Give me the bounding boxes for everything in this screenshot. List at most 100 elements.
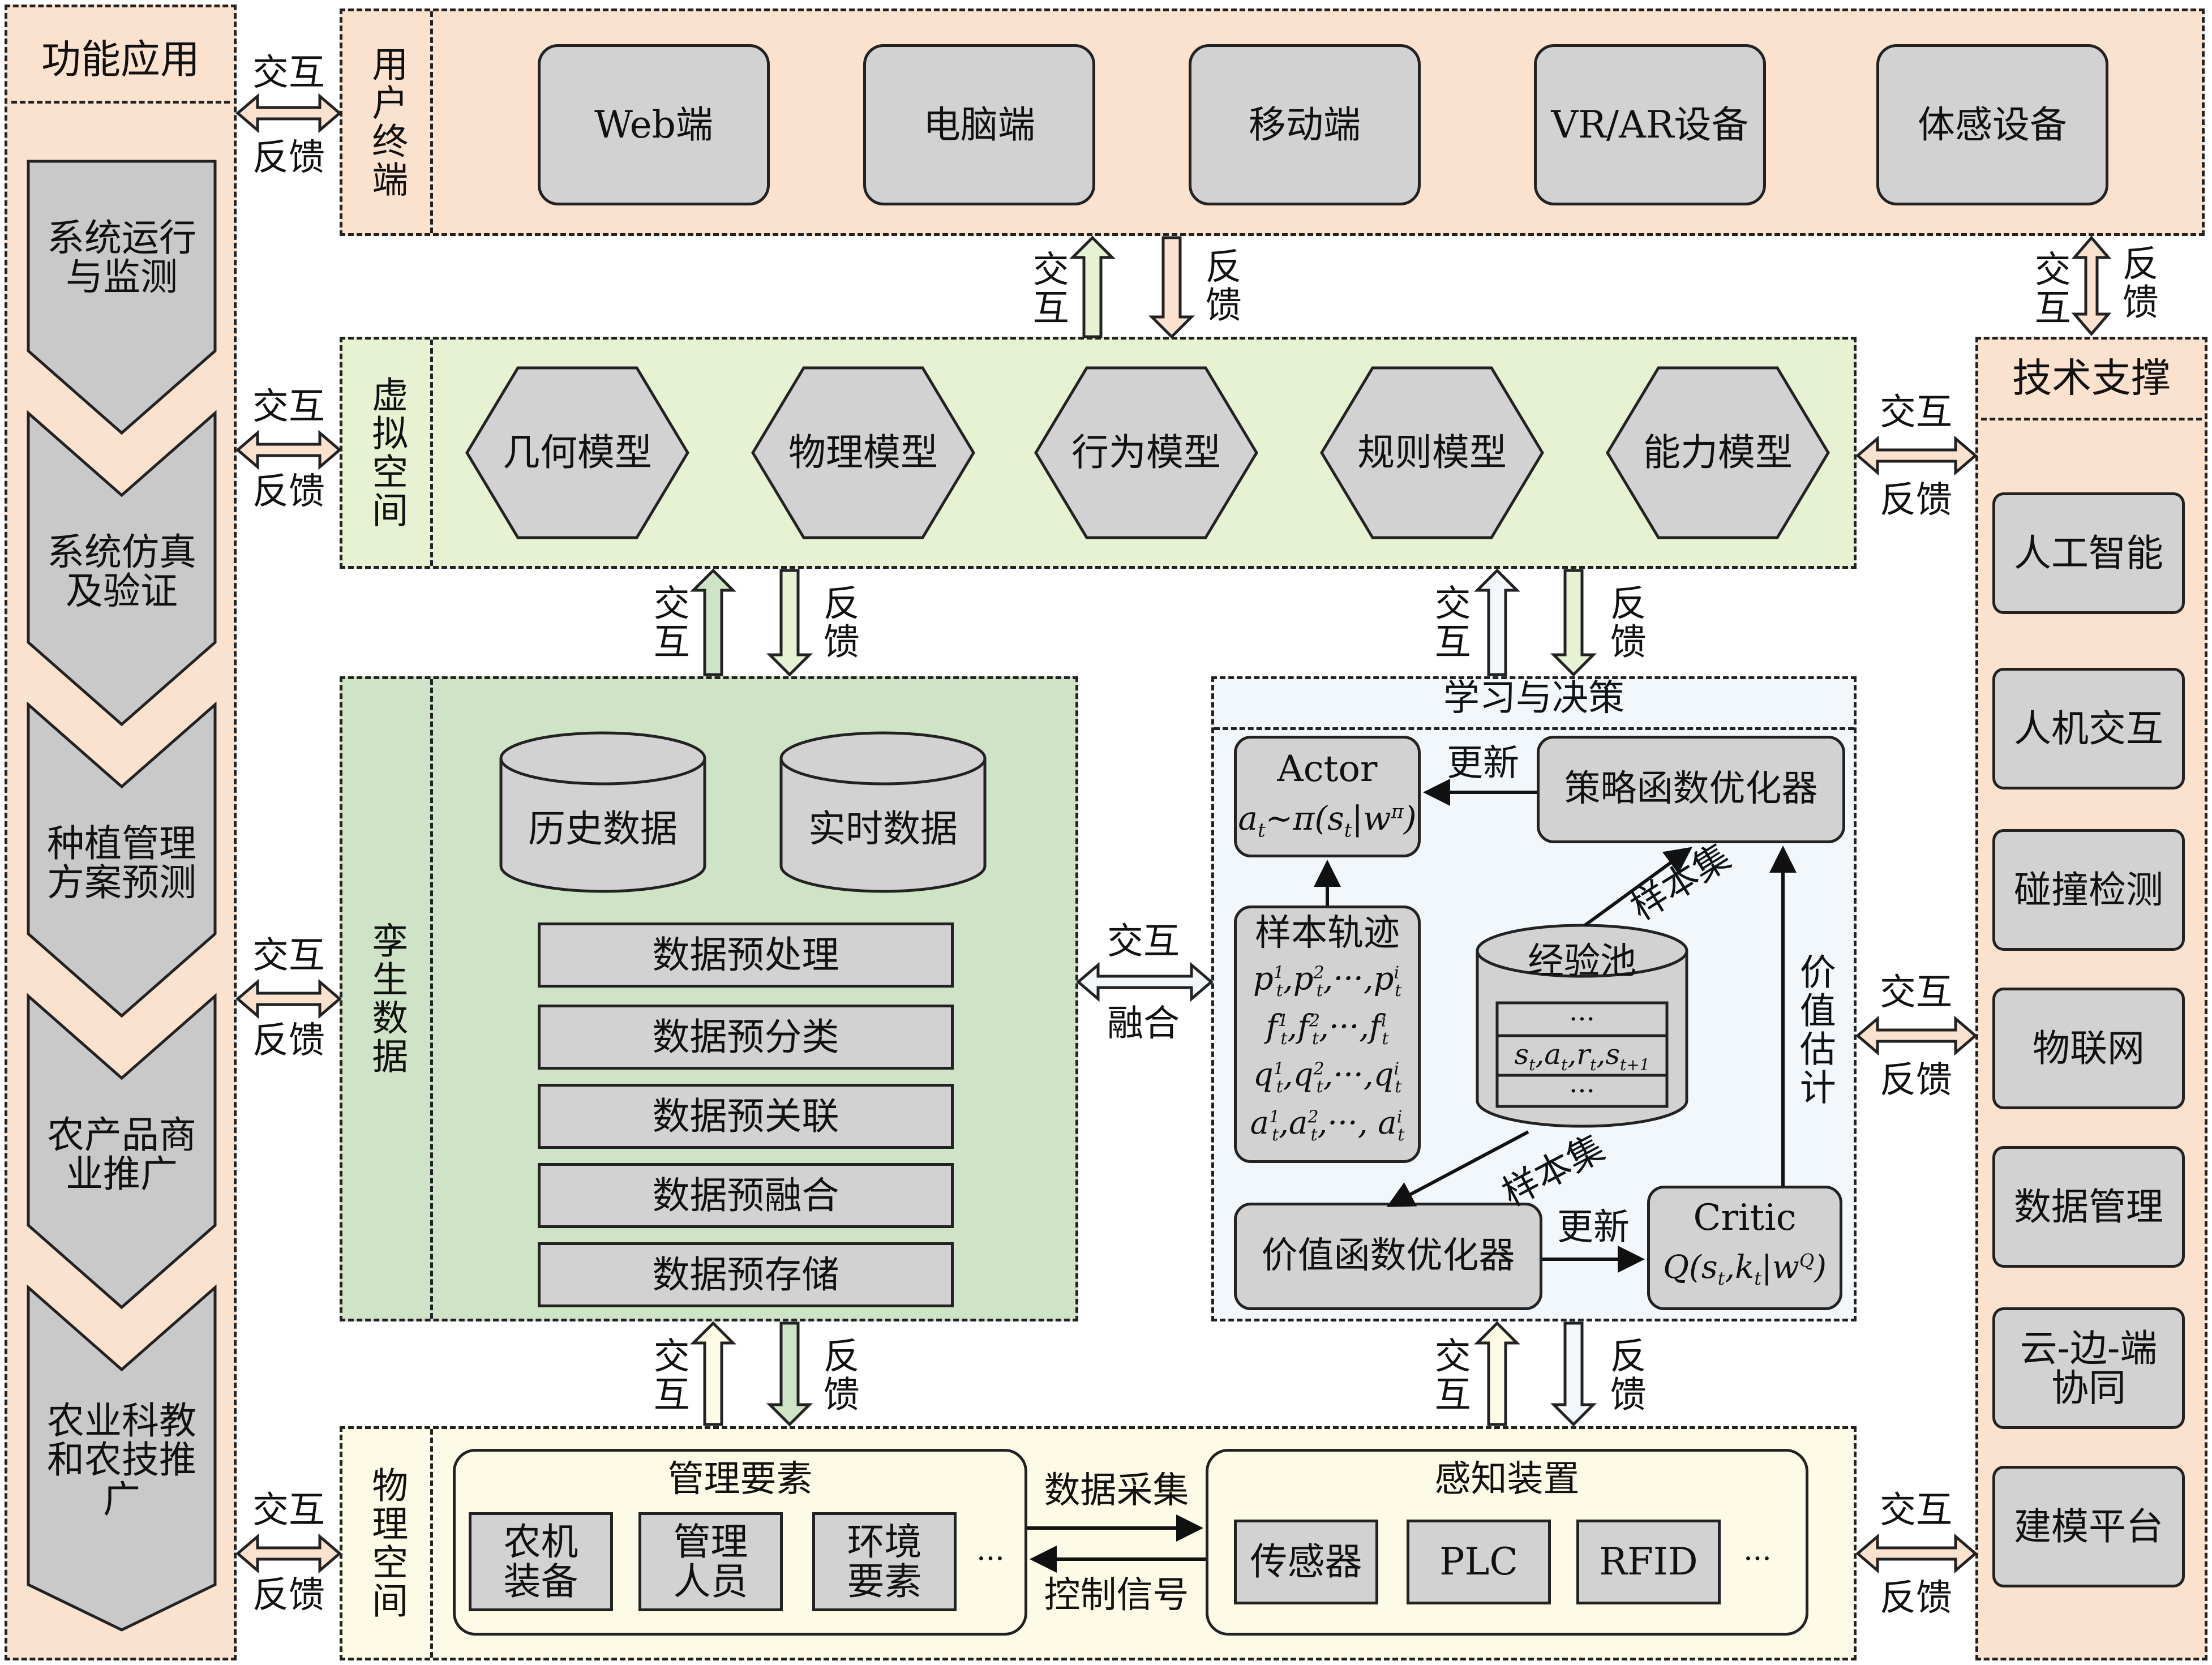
arrow-feedback-left-2: 反馈 — [252, 471, 325, 513]
model-geometry: 几何模型 — [503, 431, 652, 475]
model-behavior: 行为模型 — [1071, 431, 1221, 475]
left-item-5: 农业科教和农技推广 — [47, 1399, 196, 1521]
step-associate: 数据预关联 — [538, 1084, 954, 1149]
tech-item-cloud-edge: 云-边-端协同 — [1992, 1307, 2185, 1429]
trajectory-line-a: a1t,a2t,···, ait — [1250, 1104, 1405, 1145]
model-capability: 能力模型 — [1643, 431, 1793, 475]
divider — [430, 1429, 433, 1658]
store-realtime: 实时数据 — [808, 807, 958, 851]
tech-item-modeling: 建模平台 — [1992, 1466, 2185, 1587]
physical-space-label: 物理空间 — [366, 1466, 408, 1620]
step-classify: 数据预分类 — [538, 1005, 954, 1070]
virtual-space-label: 虚拟空间 — [366, 376, 408, 530]
actor-title: Actor — [1277, 748, 1378, 791]
divider — [1981, 418, 2202, 420]
mgmt-machinery: 农机装备 — [469, 1512, 613, 1611]
rfid: RFID — [1576, 1520, 1721, 1604]
device-web: Web端 — [538, 44, 770, 205]
value-estimate-label: 价值估计 — [1793, 953, 1836, 1107]
trajectory-box — [1234, 906, 1421, 1163]
left-item-3: 种植管理方案预测 — [47, 821, 196, 904]
arrow-feedback-right-2: 反馈 — [1880, 1059, 1952, 1102]
trajectory-title: 样本轨迹 — [1255, 912, 1400, 955]
sensor: 传感器 — [1234, 1520, 1378, 1604]
arrow-interact-right-1: 交互 — [1880, 392, 1952, 434]
arrow-interact-twin-up: 交互 — [647, 584, 689, 661]
left-item-1: 系统运行与监测 — [47, 216, 196, 299]
model-physics: 物理模型 — [788, 431, 938, 475]
arrow-interact-twin-down: 交互 — [647, 1337, 689, 1414]
arrow-interact-right-3: 交互 — [1880, 1490, 1952, 1532]
pool-title: 经验池 — [1528, 941, 1636, 983]
actor-box — [1234, 736, 1421, 857]
arrow-interact-left-4: 交互 — [252, 1490, 325, 1532]
value-optimizer: 价值函数优化器 — [1234, 1203, 1542, 1310]
device-mobile: 移动端 — [1189, 44, 1421, 205]
actor-formula: at~π(st|wπ) — [1238, 799, 1417, 842]
arrow-interact-top-right: 交互 — [2028, 250, 2070, 327]
pool-row-top: ··· — [1569, 1003, 1595, 1035]
sensing-title: 感知装置 — [1434, 1458, 1580, 1501]
step-store: 数据预存储 — [538, 1242, 954, 1307]
arrow-interact-learning-down: 交互 — [1428, 1337, 1471, 1414]
device-motion: 体感设备 — [1876, 44, 2108, 205]
fusion-label: 融合 — [1107, 1003, 1180, 1045]
arrow-interact-left-3: 交互 — [252, 935, 325, 977]
control-signal-label: 控制信号 — [1044, 1574, 1189, 1617]
step-fuse: 数据预融合 — [538, 1163, 954, 1228]
learning-title: 学习与决策 — [1443, 677, 1624, 720]
twin-data-label: 孪生数据 — [366, 922, 408, 1076]
sensing-ellipsis: ··· — [1743, 1542, 1772, 1576]
left-item-4: 农产品商业推广 — [47, 1113, 196, 1196]
arrow-interact-left-2: 交互 — [252, 386, 325, 428]
arrow-interact-left-1: 交互 — [252, 52, 325, 95]
plc: PLC — [1407, 1520, 1551, 1604]
fusion-interact-label: 交互 — [1107, 921, 1180, 963]
tech-item-hci: 人机交互 — [1992, 668, 2185, 789]
trajectory-line-q: q1t,q2t,···,qit — [1253, 1056, 1402, 1097]
arrow-feedback-right-1: 反馈 — [1880, 479, 1952, 522]
mgmt-ellipsis: ··· — [976, 1542, 1005, 1576]
tech-support-title: 技术支撑 — [2012, 354, 2171, 401]
arrow-feedback-left-4: 反馈 — [252, 1574, 325, 1617]
user-terminal-label: 用户终端 — [366, 45, 408, 199]
device-vr-ar: VR/AR设备 — [1534, 44, 1766, 205]
arrow-feedback-top-right: 反馈 — [2116, 244, 2158, 321]
arrow-feedback-twin-down: 反馈 — [817, 1337, 859, 1414]
arrow-feedback-learning-up: 反馈 — [1604, 584, 1646, 661]
arrow-feedback-terminal: 反馈 — [1199, 247, 1241, 324]
update-label-1: 更新 — [1447, 743, 1519, 785]
tech-item-ai: 人工智能 — [1992, 492, 2185, 614]
critic-box — [1647, 1186, 1842, 1310]
mgmt-environment: 环境要素 — [812, 1512, 957, 1611]
trajectory-line-f: f1t,f2t,···,fit — [1266, 1008, 1389, 1049]
tech-item-collision: 碰撞检测 — [1992, 829, 2185, 951]
update-label-2: 更新 — [1557, 1207, 1630, 1249]
mgmt-personnel: 管理人员 — [638, 1512, 783, 1611]
left-item-2: 系统仿真及验证 — [47, 530, 196, 613]
arrow-feedback-left-3: 反馈 — [252, 1020, 325, 1062]
arrow-interact-terminal: 交互 — [1026, 250, 1069, 327]
arrow-feedback-learning-down: 反馈 — [1604, 1337, 1646, 1414]
function-application-title: 功能应用 — [41, 36, 200, 83]
arrow-interact-right-2: 交互 — [1880, 972, 1952, 1014]
store-history: 历史数据 — [528, 807, 678, 851]
model-rule: 规则模型 — [1357, 431, 1507, 475]
divider — [430, 679, 433, 1319]
device-pc: 电脑端 — [863, 44, 1095, 205]
arrow-feedback-right-3: 反馈 — [1880, 1577, 1952, 1620]
data-collect-label: 数据采集 — [1044, 1470, 1189, 1512]
critic-title: Critic — [1693, 1196, 1797, 1239]
pool-row-transition: st,at,rt,st+1 — [1514, 1038, 1650, 1074]
tech-item-data-mgmt: 数据管理 — [1992, 1146, 2185, 1268]
divider — [430, 340, 433, 566]
policy-optimizer: 策略函数优化器 — [1537, 736, 1845, 843]
arrow-feedback-twin-up: 反馈 — [817, 584, 859, 661]
